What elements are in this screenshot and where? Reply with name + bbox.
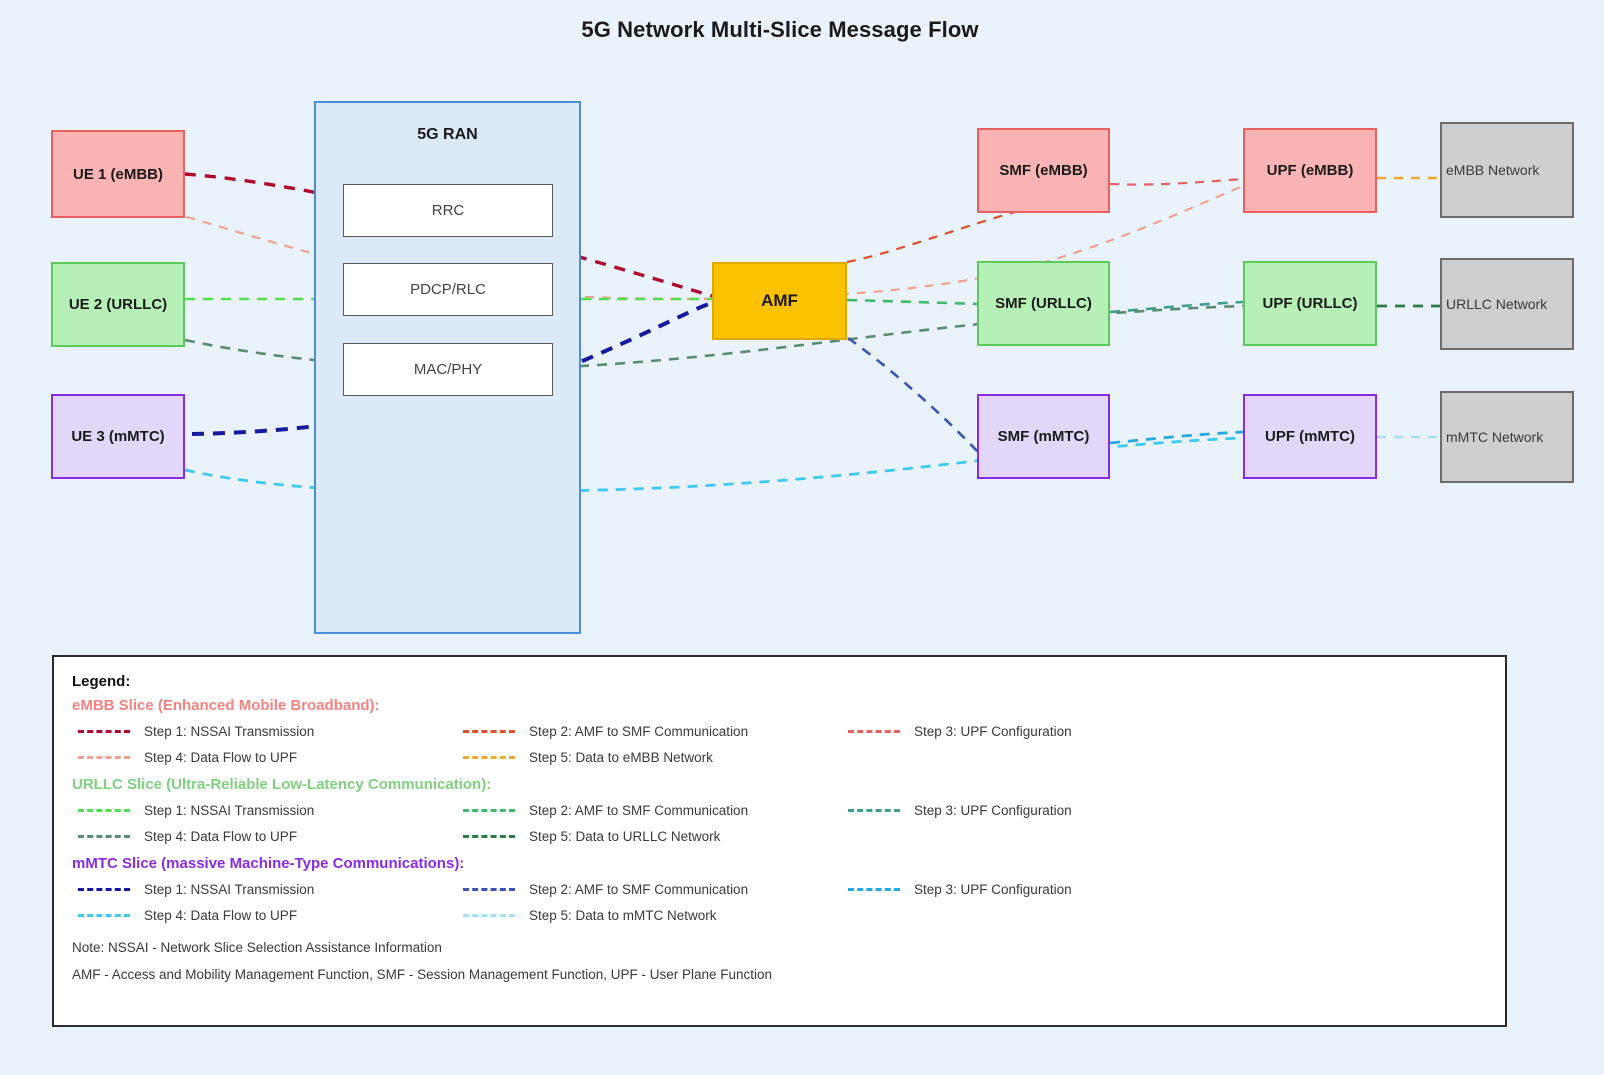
legend-item-embb-step2: Step 2: AMF to SMF Communication [457, 724, 842, 739]
legend-swatch-embb-step3 [848, 729, 900, 733]
legend-row-urllc-1: Step 1: NSSAI Transmission Step 2: AMF t… [72, 797, 1487, 823]
edge-embb-step3 [1109, 177, 1244, 186]
legend-swatch-embb-step2 [463, 729, 515, 733]
legend-label-mmtc-step3: Step 3: UPF Configuration [914, 881, 1072, 897]
legend-swatch-urllc-step3 [848, 808, 900, 812]
legend-label-urllc-step2: Step 2: AMF to SMF Communication [529, 802, 749, 818]
legend-item-urllc-step2: Step 2: AMF to SMF Communication [457, 803, 842, 818]
legend-swatch-embb-step1 [78, 729, 130, 733]
legend-heading: Legend: [72, 673, 131, 690]
legend-item-mmtc-step2: Step 2: AMF to SMF Communication [457, 882, 842, 897]
legend-label-embb-step5: Step 5: Data to eMBB Network [529, 749, 713, 765]
legend-swatch-urllc-step5 [463, 834, 515, 838]
legend-swatch-urllc-step1 [78, 808, 130, 812]
legend-label-embb-step3: Step 3: UPF Configuration [914, 723, 1072, 739]
ran-layer-rrc: RRC [343, 184, 553, 237]
legend-swatch-urllc-step4 [78, 834, 130, 838]
node-upf-mmtc[interactable]: UPF (mMTC) [1243, 394, 1377, 479]
legend-label-urllc-step1: Step 1: NSSAI Transmission [144, 802, 315, 818]
legend-item-mmtc-step4: Step 4: Data Flow to UPF [72, 908, 457, 923]
legend-panel: Legend: eMBB Slice (Enhanced Mobile Broa… [52, 655, 1507, 1027]
node-smf-mmtc[interactable]: SMF (mMTC) [977, 394, 1110, 479]
legend-item-urllc-step3: Step 3: UPF Configuration [842, 803, 1227, 818]
edge-mmtc-step3 [1109, 430, 1244, 445]
node-ue1-embb[interactable]: UE 1 (eMBB) [51, 130, 185, 218]
legend-row-embb-1: Step 1: NSSAI Transmission Step 2: AMF t… [72, 718, 1487, 744]
legend-label-mmtc-step5: Step 5: Data to mMTC Network [529, 907, 717, 923]
legend-note-nssai: Note: NSSAI - Network Slice Selection As… [72, 940, 442, 955]
legend-swatch-urllc-step2 [463, 808, 515, 812]
legend-label-mmtc-step1: Step 1: NSSAI Transmission [144, 881, 315, 897]
legend-label-mmtc-step4: Step 4: Data Flow to UPF [144, 907, 298, 923]
legend-swatch-mmtc-step3 [848, 887, 900, 891]
legend-swatch-embb-step4 [78, 755, 130, 759]
node-smf-embb[interactable]: SMF (eMBB) [977, 128, 1110, 213]
node-ue3-mmtc[interactable]: UE 3 (mMTC) [51, 394, 185, 479]
legend-swatch-mmtc-step1 [78, 887, 130, 891]
node-smf-urllc[interactable]: SMF (URLLC) [977, 261, 1110, 346]
legend-swatch-mmtc-step5 [463, 913, 515, 917]
legend-label-urllc-step3: Step 3: UPF Configuration [914, 802, 1072, 818]
legend-item-embb-step4: Step 4: Data Flow to UPF [72, 750, 457, 765]
legend-row-mmtc-1: Step 1: NSSAI Transmission Step 2: AMF t… [72, 876, 1487, 902]
node-network-mmtc[interactable]: mMTC Network [1440, 391, 1574, 483]
legend-item-mmtc-step1: Step 1: NSSAI Transmission [72, 882, 457, 897]
legend-row-mmtc-2: Step 4: Data Flow to UPF Step 5: Data to… [72, 902, 1487, 928]
legend-swatch-mmtc-step4 [78, 913, 130, 917]
node-network-urllc[interactable]: URLLC Network [1440, 258, 1574, 350]
legend-row-embb-2: Step 4: Data Flow to UPF Step 5: Data to… [72, 744, 1487, 770]
legend-label-mmtc-step2: Step 2: AMF to SMF Communication [529, 881, 749, 897]
node-amf[interactable]: AMF [712, 262, 847, 340]
legend-note-acronyms: AMF - Access and Mobility Management Fun… [72, 967, 773, 982]
legend-label-urllc-step5: Step 5: Data to URLLC Network [529, 828, 721, 844]
ran-layer-pdcp-rlc: PDCP/RLC [343, 263, 553, 316]
legend-item-urllc-step4: Step 4: Data Flow to UPF [72, 829, 457, 844]
legend-slice-heading-embb: eMBB Slice (Enhanced Mobile Broadband): [72, 697, 380, 714]
legend-item-embb-step1: Step 1: NSSAI Transmission [72, 724, 457, 739]
edge-mmtc-step2 [847, 336, 979, 453]
legend-label-embb-step1: Step 1: NSSAI Transmission [144, 723, 315, 739]
legend-item-embb-step3: Step 3: UPF Configuration [842, 724, 1227, 739]
node-ue2-urllc[interactable]: UE 2 (URLLC) [51, 262, 185, 347]
legend-label-embb-step4: Step 4: Data Flow to UPF [144, 749, 298, 765]
edge-urllc-step3 [1109, 300, 1244, 314]
ran-layer-mac-phy: MAC/PHY [343, 343, 553, 396]
legend-item-mmtc-step5: Step 5: Data to mMTC Network [457, 908, 842, 923]
legend-swatch-mmtc-step2 [463, 887, 515, 891]
legend-row-urllc-2: Step 4: Data Flow to UPF Step 5: Data to… [72, 823, 1487, 849]
legend-slice-heading-mmtc: mMTC Slice (massive Machine-Type Communi… [72, 855, 465, 872]
node-network-embb[interactable]: eMBB Network [1440, 122, 1574, 218]
legend-item-embb-step5: Step 5: Data to eMBB Network [457, 750, 842, 765]
legend-label-embb-step2: Step 2: AMF to SMF Communication [529, 723, 749, 739]
ran-label: 5G RAN [417, 126, 478, 143]
legend-item-urllc-step1: Step 1: NSSAI Transmission [72, 803, 457, 818]
legend-item-urllc-step5: Step 5: Data to URLLC Network [457, 829, 842, 844]
legend-swatch-embb-step5 [463, 755, 515, 759]
page-title: 5G Network Multi-Slice Message Flow [581, 17, 979, 42]
legend-item-mmtc-step3: Step 3: UPF Configuration [842, 882, 1227, 897]
node-upf-urllc[interactable]: UPF (URLLC) [1243, 261, 1377, 346]
legend-slice-heading-urllc: URLLC Slice (Ultra-Reliable Low-Latency … [72, 776, 492, 793]
node-upf-embb[interactable]: UPF (eMBB) [1243, 128, 1377, 213]
legend-label-urllc-step4: Step 4: Data Flow to UPF [144, 828, 298, 844]
